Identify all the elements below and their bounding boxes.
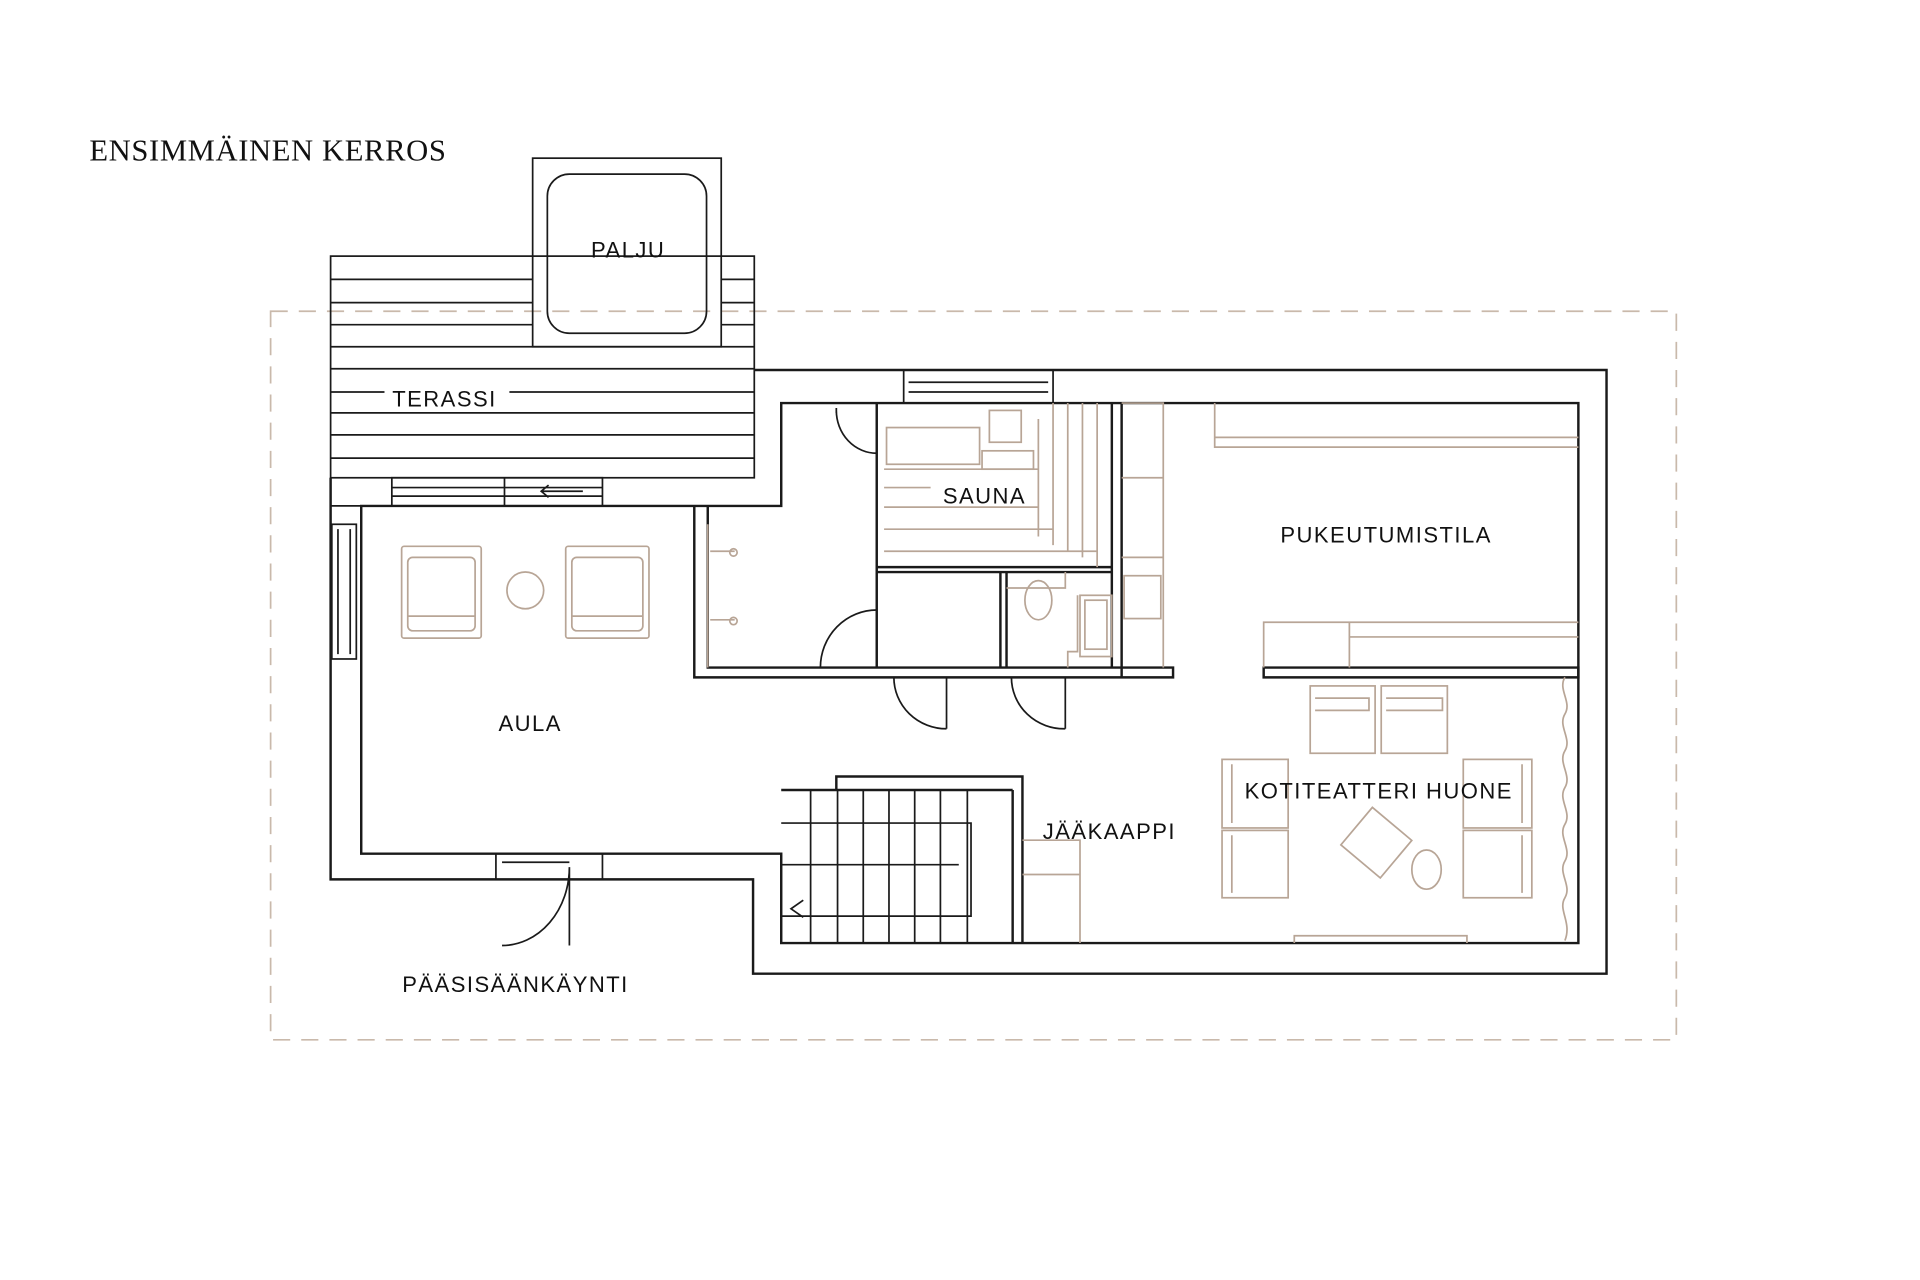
terrace — [329, 255, 756, 479]
terrace-door — [390, 476, 604, 507]
room-label-palju: PALJU — [591, 237, 665, 262]
hot-tub — [531, 157, 723, 348]
outer-wall — [329, 368, 1608, 975]
window-left — [330, 523, 358, 660]
room-label-paasisaankaynti: PÄÄSISÄÄNKÄYNTI — [402, 972, 629, 997]
floor-title: ENSIMMÄINEN KERROS — [89, 134, 446, 168]
main-entrance-door[interactable] — [495, 852, 604, 947]
room-label-jaakaappi: JÄÄKAAPPI — [1043, 819, 1176, 844]
plot-boundary — [269, 310, 1678, 1041]
room-label-pukeutumistila: PUKEUTUMISTILA — [1280, 523, 1492, 548]
room-label-sauna: SAUNA — [943, 483, 1026, 508]
interior-walls — [693, 403, 1580, 944]
window-top — [902, 369, 1054, 404]
furniture — [400, 402, 1579, 944]
room-label-kotiteatteri: KOTITEATTERI HUONE — [1245, 779, 1513, 804]
room-label-terassi: TERASSI — [392, 387, 497, 412]
room-label-aula: AULA — [498, 711, 561, 736]
